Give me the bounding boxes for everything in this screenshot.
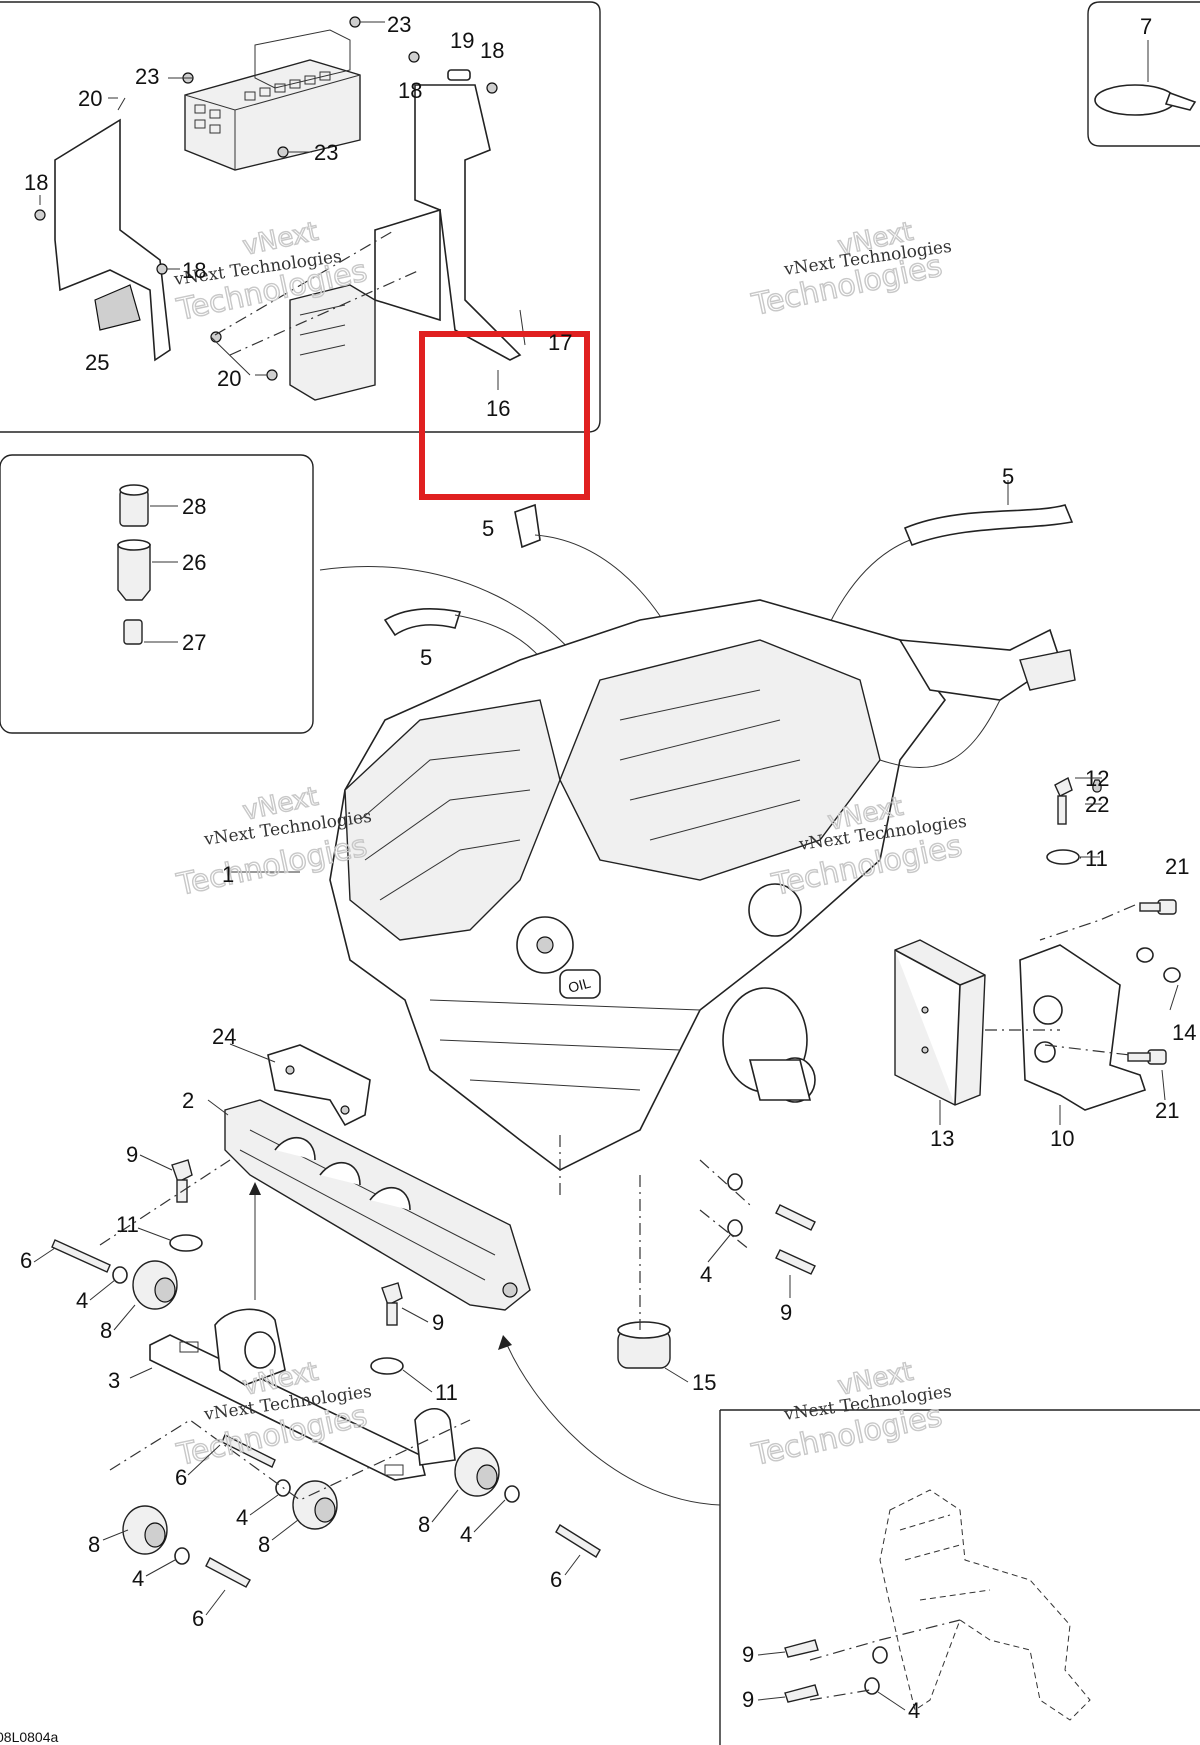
label-21: 21 [1155,1098,1179,1123]
engine-support-bracket [879,1489,1091,1721]
label-16: 16 [486,396,510,421]
label-9: 9 [742,1642,754,1667]
top-inset-frame [0,1,601,433]
arrow-up-head [249,1182,261,1195]
assembly-lines [99,871,1136,1701]
fuse-box [184,29,361,171]
label-6: 6 [20,1248,32,1273]
label-8: 8 [100,1318,112,1343]
label-17: 17 [548,330,572,355]
label-1: 1 [222,862,234,887]
label-4: 4 [700,1262,712,1287]
label-20: 20 [217,366,241,391]
label-4: 4 [76,1288,88,1313]
label-18: 18 [182,258,206,283]
label-6: 6 [192,1606,204,1631]
label-6: 6 [175,1465,187,1490]
callout-leaders [33,777,1179,1711]
spacer-cap-28 [119,484,178,527]
label-9: 9 [780,1300,792,1325]
svg-text:OIL: OIL [566,974,592,995]
bolt-27 [123,619,178,645]
hose-5-left [383,607,462,637]
label-11: 11 [116,1212,139,1237]
label-27: 27 [182,630,206,655]
label-18: 18 [480,38,504,63]
left-bracket-25 [34,118,171,362]
label-4: 4 [132,1566,144,1591]
part-labels: 23 19 18 18 23 20 23 18 18 25 20 17 16 7… [0,12,1196,1745]
label-5: 5 [482,516,494,541]
hose-leader-curves [319,534,911,721]
label-9: 9 [126,1142,138,1167]
label-9: 9 [432,1310,444,1335]
arrow-curve-head [498,1335,512,1350]
label-18: 18 [398,78,422,103]
hose-5-small [514,503,541,549]
guard-24 [267,1044,371,1127]
hardware-inset-frame [0,454,314,734]
cable-tie-7 [1094,40,1197,116]
label-23: 23 [135,64,159,89]
label-18: 18 [24,170,48,195]
label-8: 8 [258,1532,270,1557]
label-5: 5 [420,645,432,670]
engine-bracket-10 [1019,944,1147,1111]
right-mount-hardware [1046,776,1181,1065]
label-10: 10 [1050,1126,1074,1151]
label-25: 25 [85,350,109,375]
skid-plate-2 [207,1099,531,1311]
label-8: 8 [88,1532,100,1557]
label-8: 8 [418,1512,430,1537]
label-19: 19 [450,28,474,53]
label-3: 3 [108,1368,120,1393]
label-5: 5 [1002,464,1014,489]
mount-bracket-3 [129,1308,456,1481]
rubber-mounts-8 [122,1260,500,1555]
label-4: 4 [908,1698,920,1723]
bolts-6-and-9 [51,1159,819,1703]
right-bracket-16 [374,84,526,361]
highlight-box [419,331,590,500]
label-11: 11 [1085,846,1108,871]
label-14: 14 [1172,1020,1196,1045]
label-21: 21 [1165,854,1189,879]
label-4: 4 [236,1505,248,1530]
bracket-inset-frame [719,1409,1200,1745]
label-6: 6 [550,1567,562,1592]
parts-7-inset-frame [1087,1,1200,147]
label-2: 2 [182,1088,194,1113]
label-13: 13 [930,1126,954,1151]
label-20: 20 [78,86,102,111]
label-4: 4 [460,1522,472,1547]
label-11: 11 [435,1380,458,1405]
spacer-26 [117,539,178,601]
label-23: 23 [387,12,411,37]
damper-15 [617,1321,671,1369]
label-23: 23 [314,140,338,165]
top-inset-leaders [39,21,499,390]
label-9: 9 [742,1687,754,1712]
drawing-code: 08L0804a [0,1729,59,1745]
engine-1: OIL [329,599,1076,1171]
hose-5-top-right [903,480,1074,547]
mount-plate-13 [894,939,986,1106]
washers-11 [169,1234,404,1375]
label-15: 15 [692,1370,716,1395]
washers-4 [112,1173,888,1695]
relay-module [289,284,376,401]
label-26: 26 [182,550,206,575]
label-7: 7 [1140,14,1152,39]
label-28: 28 [182,494,206,519]
